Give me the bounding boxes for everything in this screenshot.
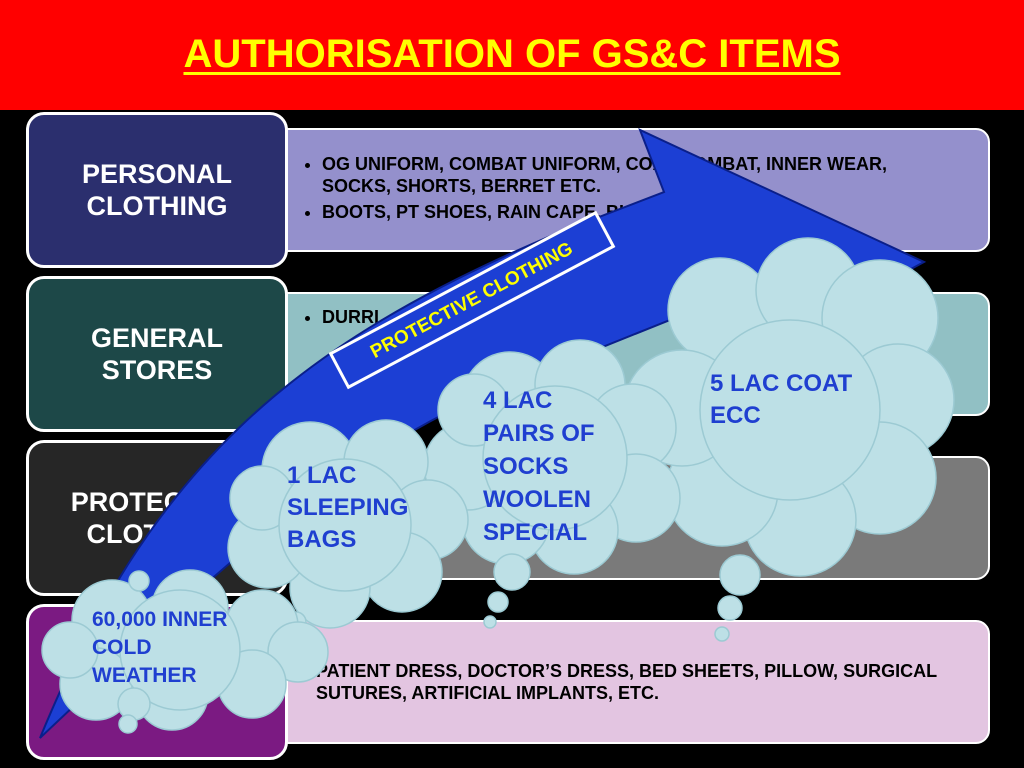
cloud-callout-1-lac bbox=[227, 419, 469, 633]
callout-60000-inner-cold-weather: 60,000 INNER COLD WEATHER bbox=[92, 608, 228, 687]
personal-clothing-item: OG UNIFORM, COMBAT UNIFORM, COAT COMBAT,… bbox=[322, 153, 958, 197]
callout-5-lac-coat-ecc: 5 LAC COAT ECC bbox=[710, 370, 853, 429]
general-stores-item: DURRI bbox=[322, 306, 958, 328]
cloud-bubble bbox=[128, 570, 150, 592]
cloud-callout-60000 bbox=[41, 569, 329, 734]
medical-detail: PATIENT DRESS, DOCTOR’S DRESS, BED SHEET… bbox=[268, 620, 990, 744]
cloud-callout-5-lac bbox=[623, 237, 955, 642]
personal-clothing-category: PERSONAL CLOTHING bbox=[26, 112, 288, 268]
medical-detail-text: PATIENT DRESS, DOCTOR’S DRESS, BED SHEET… bbox=[316, 661, 937, 703]
callout-1-lac-sleeping-bags: 1 LAC SLEEPING BAGS bbox=[287, 462, 409, 553]
page-title: AUTHORISATION OF GS&C ITEMS bbox=[183, 32, 841, 76]
callout-4-lac-socks: 4 LAC PAIRS OF SOCKS WOOLEN SPECIAL bbox=[483, 387, 595, 546]
header-band bbox=[0, 0, 1024, 110]
general-stores-category: GENERAL STORES bbox=[26, 276, 288, 432]
cloud-callout-4-lac bbox=[423, 339, 681, 629]
arrow-label-band bbox=[328, 210, 616, 390]
